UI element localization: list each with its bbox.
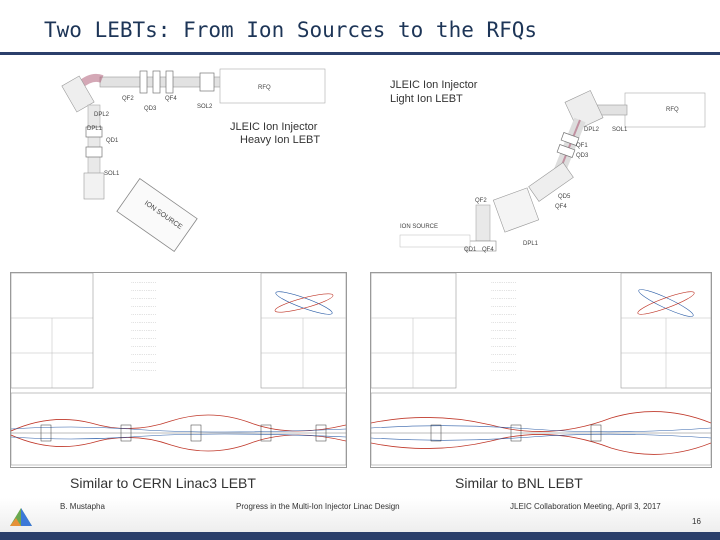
svg-text:..............: .............. xyxy=(491,312,516,316)
footer-author: B. Mustapha xyxy=(60,502,105,511)
light-dpl2-label: DPL2 xyxy=(584,127,600,133)
svg-text:..............: .............. xyxy=(131,336,156,340)
svg-text:..............: .............. xyxy=(131,328,156,332)
light-qf2-label: QF2 xyxy=(475,198,487,204)
light-ion-source-label: ION SOURCE xyxy=(400,224,439,230)
light-qf4b-label: QF4 xyxy=(482,247,494,253)
heavy-rfq-label: RFQ xyxy=(258,85,271,91)
heavy-lebt-diagram: RFQ QF2 QF4 QD3 SOL2 DPL2 DPL1 QD1 SOL1 … xyxy=(40,65,340,260)
light-qf1-label: QF1 xyxy=(576,143,588,149)
svg-text:..............: .............. xyxy=(131,320,156,324)
light-dpl1-label: DPL1 xyxy=(523,241,539,247)
footer-stripe xyxy=(0,532,720,540)
svg-text:..............: .............. xyxy=(491,336,516,340)
svg-text:..............: .............. xyxy=(491,368,516,372)
light-rfq-label: RFQ xyxy=(666,107,679,113)
heavy-sol1-label: SOL1 xyxy=(104,171,120,177)
right-simulation-graphics: ........................................… xyxy=(371,273,711,466)
left-caption: Similar to CERN Linac3 LEBT xyxy=(70,475,256,491)
svg-text:..............: .............. xyxy=(491,328,516,332)
footer-meeting: JLEIC Collaboration Meeting, April 3, 20… xyxy=(510,502,661,511)
light-lebt-layout xyxy=(399,90,706,252)
slide-title: Two LEBTs: From Ion Sources to the RFQs xyxy=(44,18,538,42)
svg-text:..............: .............. xyxy=(491,296,516,300)
svg-text:..............: .............. xyxy=(131,368,156,372)
right-caption: Similar to BNL LEBT xyxy=(455,475,583,491)
title-underline xyxy=(0,52,720,55)
light-lebt-diagram: JLEIC Ion Injector Light Ion LEBT RFQ DP… xyxy=(380,65,710,260)
svg-text:..............: .............. xyxy=(131,296,156,300)
heavy-lebt-layout xyxy=(61,68,326,253)
svg-text:..............: .............. xyxy=(491,360,516,364)
heavy-dpl1-label: DPL1 xyxy=(87,126,103,132)
heavy-dpl2-label: DPL2 xyxy=(94,112,110,118)
heavy-lebt-title-2: Heavy Ion LEBT xyxy=(240,134,321,146)
svg-text:..............: .............. xyxy=(131,312,156,316)
light-lebt-title-2: Light Ion LEBT xyxy=(390,93,463,105)
light-qd5-label: QD5 xyxy=(558,194,571,200)
svg-text:..............: .............. xyxy=(131,352,156,356)
svg-text:..............: .............. xyxy=(491,320,516,324)
light-sol1-label: SOL1 xyxy=(612,127,628,133)
svg-text:..............: .............. xyxy=(131,360,156,364)
light-qd1-label: QD1 xyxy=(464,247,477,253)
svg-text:..............: .............. xyxy=(491,304,516,308)
left-simulation-graphics: ........................................… xyxy=(11,273,346,466)
argonne-logo-icon xyxy=(6,506,36,530)
svg-text:..............: .............. xyxy=(491,344,516,348)
light-lebt-title-1: JLEIC Ion Injector xyxy=(390,79,478,91)
heavy-qf4-label: QF4 xyxy=(165,96,177,102)
svg-text:..............: .............. xyxy=(131,344,156,348)
right-simulation-panel: ........................................… xyxy=(370,272,712,468)
svg-text:..............: .............. xyxy=(131,304,156,308)
svg-text:..............: .............. xyxy=(491,288,516,292)
footer-bar xyxy=(0,498,720,532)
page-number: 16 xyxy=(692,517,701,526)
heavy-qd1-label: QD1 xyxy=(106,138,119,144)
footer-talk-title: Progress in the Multi-Ion Injector Linac… xyxy=(236,502,400,511)
svg-text:..............: .............. xyxy=(131,280,156,284)
svg-text:..............: .............. xyxy=(131,288,156,292)
heavy-qd3-label: QD3 xyxy=(144,106,157,112)
heavy-qf2-label: QF2 xyxy=(122,96,134,102)
light-qf4-label: QF4 xyxy=(555,204,567,210)
svg-text:..............: .............. xyxy=(491,280,516,284)
heavy-sol2-label: SOL2 xyxy=(197,104,213,110)
left-simulation-panel: ........................................… xyxy=(10,272,347,468)
light-qd3-label: QD3 xyxy=(576,153,589,159)
heavy-lebt-title-1: JLEIC Ion Injector xyxy=(230,121,318,133)
svg-text:..............: .............. xyxy=(491,352,516,356)
